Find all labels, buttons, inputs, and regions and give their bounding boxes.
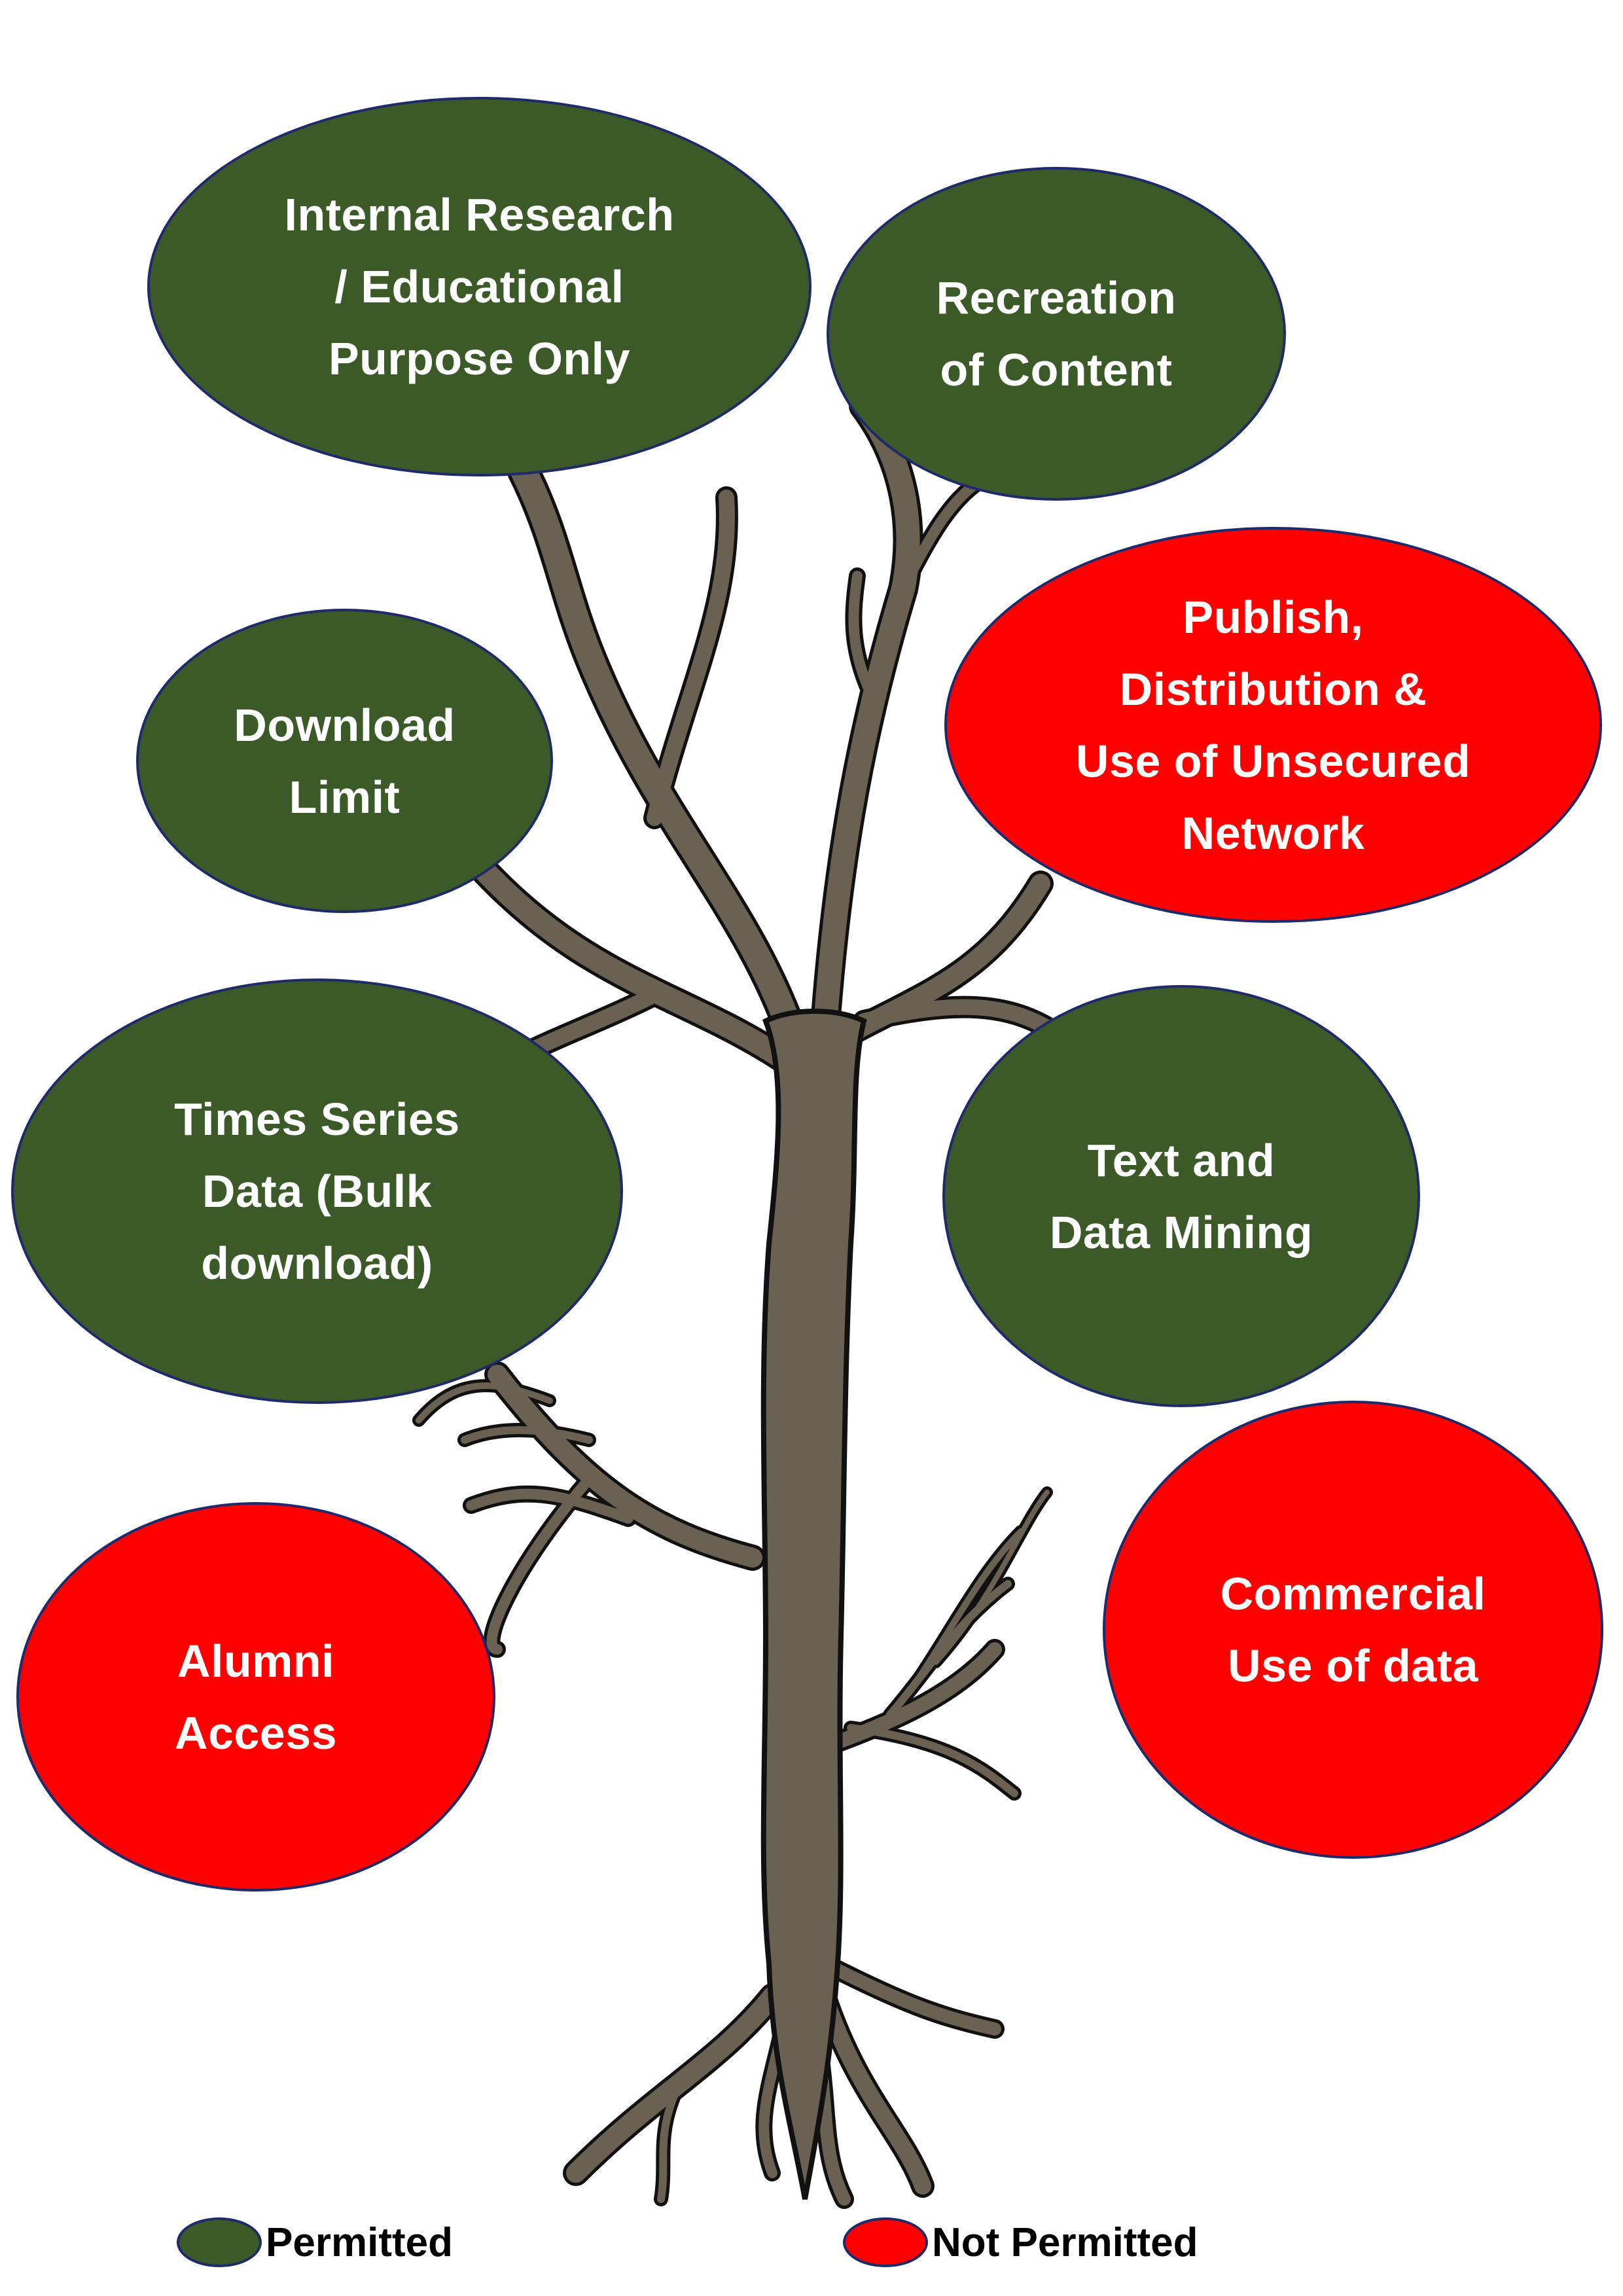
bubble-internal-research: Internal Research / Educational Purpose … xyxy=(147,97,812,476)
bubble-time-series-data: Times Series Data (Bulk download) xyxy=(11,978,623,1404)
bubble-alumni-access: Alumni Access xyxy=(16,1502,495,1892)
bubble-text-and-data-mining-label: Text and Data Mining xyxy=(1049,1134,1313,1258)
legend-permitted: Permitted xyxy=(177,2217,453,2267)
legend-permitted-label: Permitted xyxy=(266,2219,453,2265)
bubble-publish-distribution: Publish, Distribution & Use of Unsecured… xyxy=(944,527,1602,923)
bubble-recreation-of-content-label: Recreation of Content xyxy=(936,272,1177,395)
bubble-alumni-access-label: Alumni Access xyxy=(174,1635,338,1759)
bubble-download-limit: Download Limit xyxy=(136,609,553,913)
legend-permitted-swatch xyxy=(177,2217,262,2267)
bubble-internal-research-label: Internal Research / Educational Purpose … xyxy=(284,189,675,384)
bubble-commercial-use: Commercial Use of data xyxy=(1103,1401,1603,1859)
legend-not-permitted: Not Permitted xyxy=(843,2217,1198,2267)
legend-not-permitted-label: Not Permitted xyxy=(932,2219,1198,2265)
bubble-download-limit-label: Download Limit xyxy=(234,699,455,823)
bubble-publish-distribution-label: Publish, Distribution & Use of Unsecured… xyxy=(1075,591,1471,859)
legend-not-permitted-swatch xyxy=(843,2217,928,2267)
bubble-text-and-data-mining: Text and Data Mining xyxy=(942,985,1420,1407)
bubble-recreation-of-content: Recreation of Content xyxy=(827,167,1286,501)
tree-trunk xyxy=(760,1009,867,2200)
bubble-time-series-data-label: Times Series Data (Bulk download) xyxy=(174,1094,460,1289)
bubble-commercial-use-label: Commercial Use of data xyxy=(1220,1568,1486,1691)
